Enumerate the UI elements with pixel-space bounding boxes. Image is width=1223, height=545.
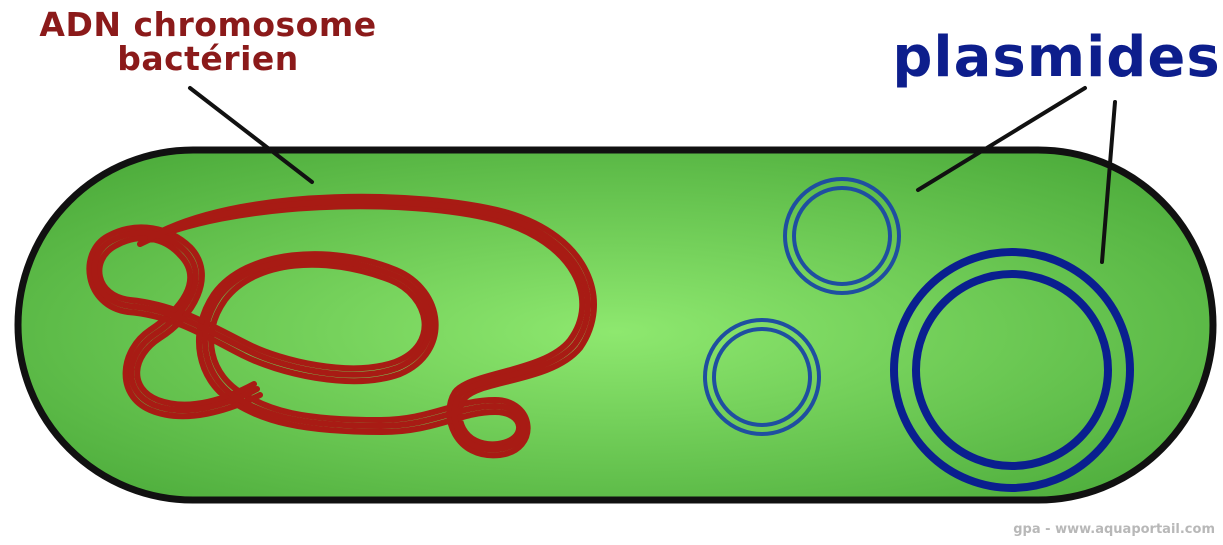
credit-text: gpa - www.aquaportail.com — [1013, 522, 1215, 537]
chromosome-label: ADN chromosome bactérien — [8, 8, 408, 76]
chromosome-label-line1: ADN chromosome — [8, 8, 408, 42]
chromosome-label-line2: bactérien — [8, 42, 408, 76]
plasmids-label: plasmides — [890, 28, 1223, 88]
